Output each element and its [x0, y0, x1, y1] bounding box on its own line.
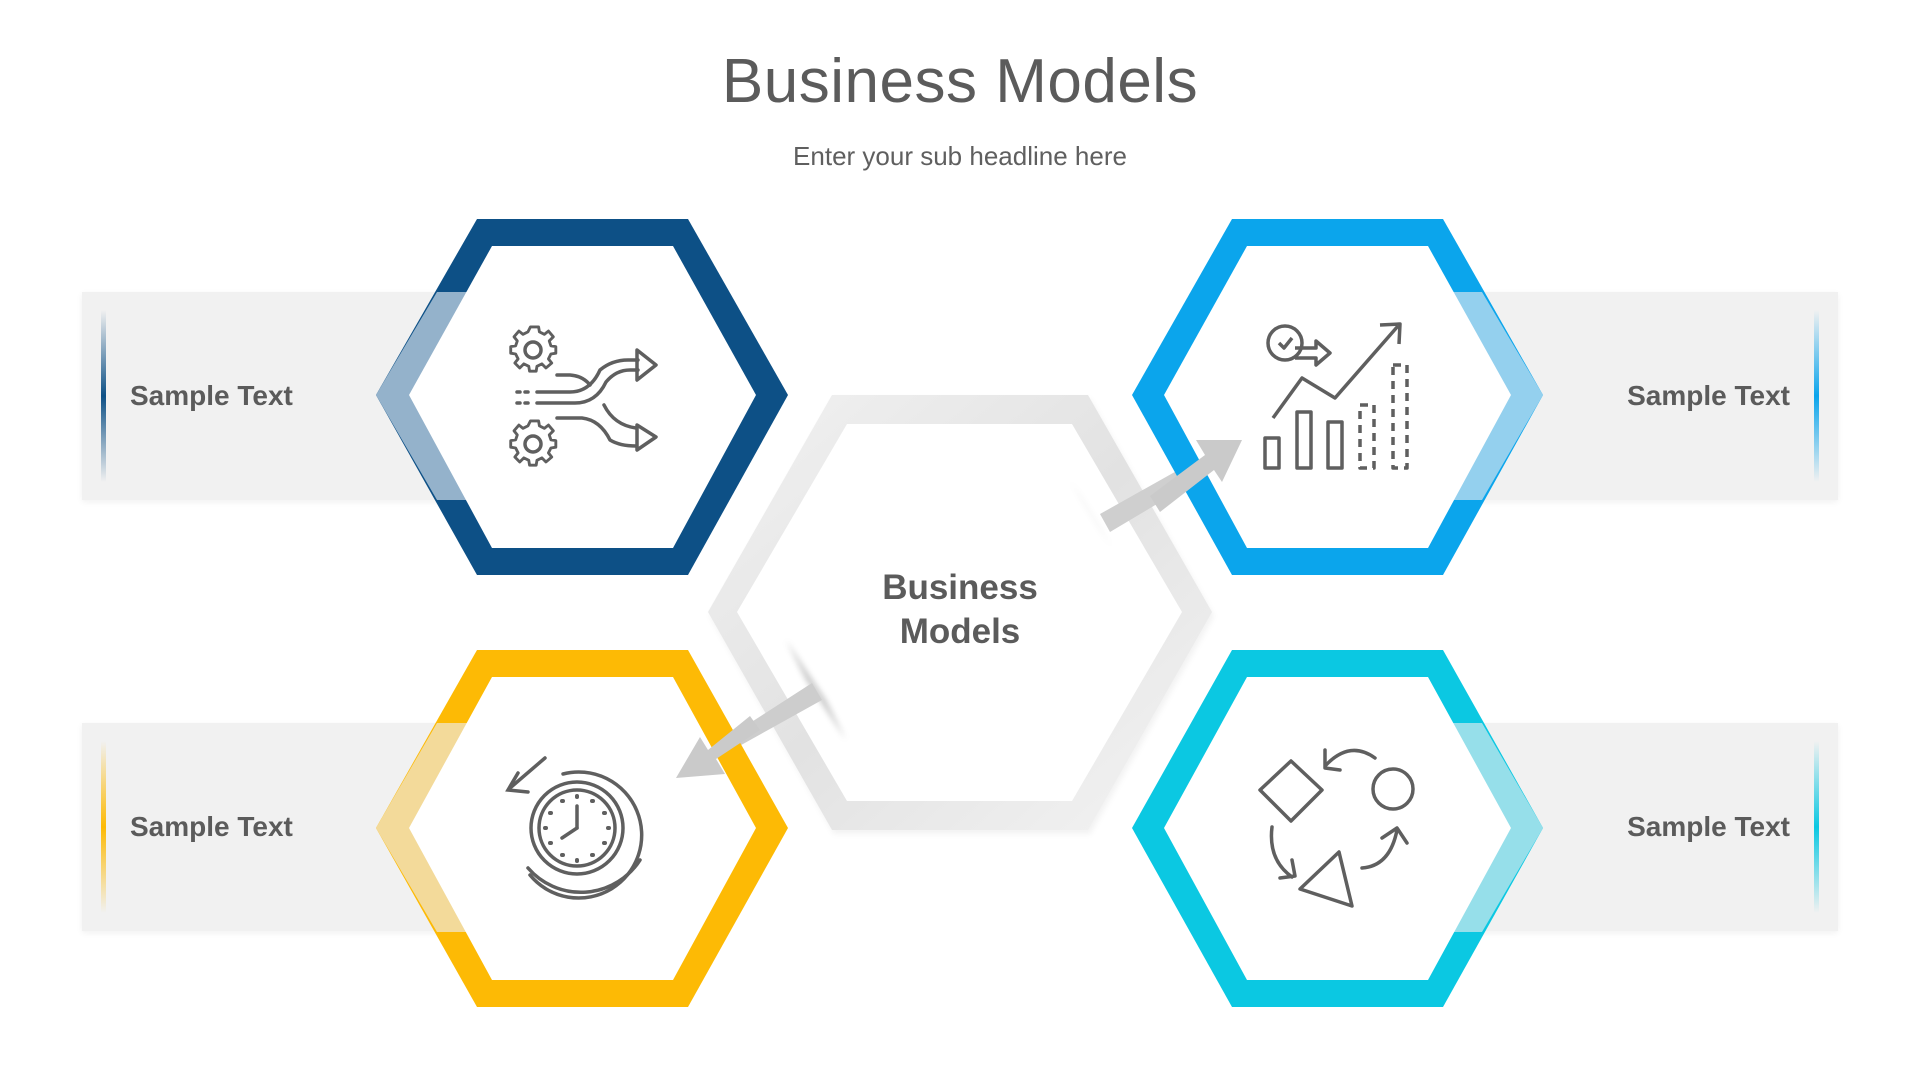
- growth-chart-clock-icon: [1263, 322, 1409, 470]
- clock-history-icon: [505, 756, 644, 900]
- gears-split-arrows-icon: [509, 325, 658, 467]
- page-title: Business Models: [721, 47, 1199, 116]
- hexagon-bottom-left: [376, 650, 788, 1007]
- panel-label: Sample Text: [1627, 380, 1790, 411]
- accent-bar: [1814, 310, 1819, 482]
- accent-bar: [1814, 741, 1819, 913]
- hexagon-bottom-right: [1132, 650, 1543, 1007]
- center-title: Business Models: [810, 566, 1110, 654]
- arrow-head-bottom-left: [676, 716, 760, 778]
- hexagon-top-left: [376, 219, 788, 575]
- arrow-head-top-right: [1150, 440, 1242, 512]
- center-title-line1: Business: [882, 568, 1038, 607]
- accent-bar: [101, 741, 106, 913]
- panel-label: Sample Text: [130, 811, 293, 842]
- center-hexagon: [708, 395, 1214, 834]
- shapes-cycle-icon: [1258, 748, 1415, 908]
- panel-label: Sample Text: [130, 380, 293, 411]
- panel-label: Sample Text: [1627, 811, 1790, 842]
- page-subtitle: Enter your sub headline here: [793, 141, 1127, 171]
- accent-bar: [101, 310, 106, 482]
- center-title-line2: Models: [899, 612, 1021, 651]
